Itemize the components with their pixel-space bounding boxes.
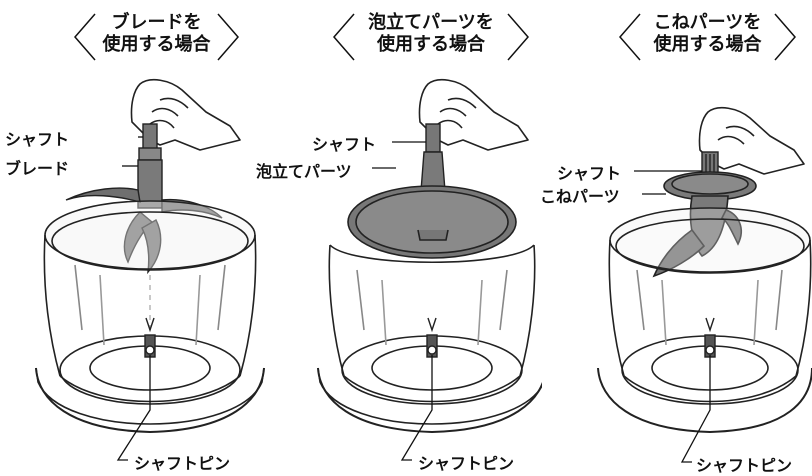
panel-kneading: こねパーツを 使用する場合 — [540, 0, 812, 475]
angle-brackets — [619, 13, 796, 61]
shaft-pin-label: シャフトピン — [696, 456, 793, 475]
shaft-pin — [144, 317, 156, 358]
heading-line-2: 使用する場合 — [377, 34, 485, 55]
whisk-illustration — [317, 78, 542, 461]
shaft-label: シャフト — [557, 164, 622, 183]
kneading-part — [652, 171, 757, 278]
shaft-pin — [704, 317, 716, 358]
whisk-disc — [347, 185, 517, 259]
shaft-label: シャフト — [5, 130, 70, 149]
hand-icon — [130, 78, 241, 151]
bowl — [597, 207, 812, 434]
whisk-label: 泡立てパーツ — [256, 162, 352, 181]
hand-icon — [418, 78, 529, 151]
blade-label: ブレード — [5, 159, 70, 178]
heading-line-2: 使用する場合 — [102, 34, 211, 55]
heading-line-1: 泡立てパーツを — [368, 12, 494, 33]
blade-illustration — [35, 78, 265, 461]
hand-icon — [698, 106, 805, 175]
kneading-label: こねパーツ — [540, 187, 620, 206]
shaft — [137, 123, 163, 209]
shaft-label: シャフト — [312, 135, 377, 154]
panel-whisk: 泡立てパーツを 使用する場合 — [256, 0, 542, 473]
angle-brackets — [74, 13, 239, 61]
heading-line-1: ブレードを — [111, 12, 202, 33]
heading-line-2: 使用する場合 — [653, 34, 762, 55]
panel-heading: 泡立てパーツを 使用する場合 — [272, 6, 542, 64]
heading-line-1: こねパーツを — [653, 12, 762, 33]
blade-part — [65, 187, 223, 275]
panel-heading: こねパーツを 使用する場合 — [542, 6, 812, 64]
panel-blade: ブレードを 使用する場合 — [0, 0, 270, 473]
kneading-illustration — [597, 106, 812, 463]
angle-brackets — [333, 13, 529, 61]
shaft-pin-label: シャフトピン — [134, 454, 231, 473]
panel-heading: ブレードを 使用する場合 — [0, 6, 270, 64]
shaft-pin-label: シャフトピン — [418, 454, 515, 473]
shaft-pin — [426, 317, 438, 358]
